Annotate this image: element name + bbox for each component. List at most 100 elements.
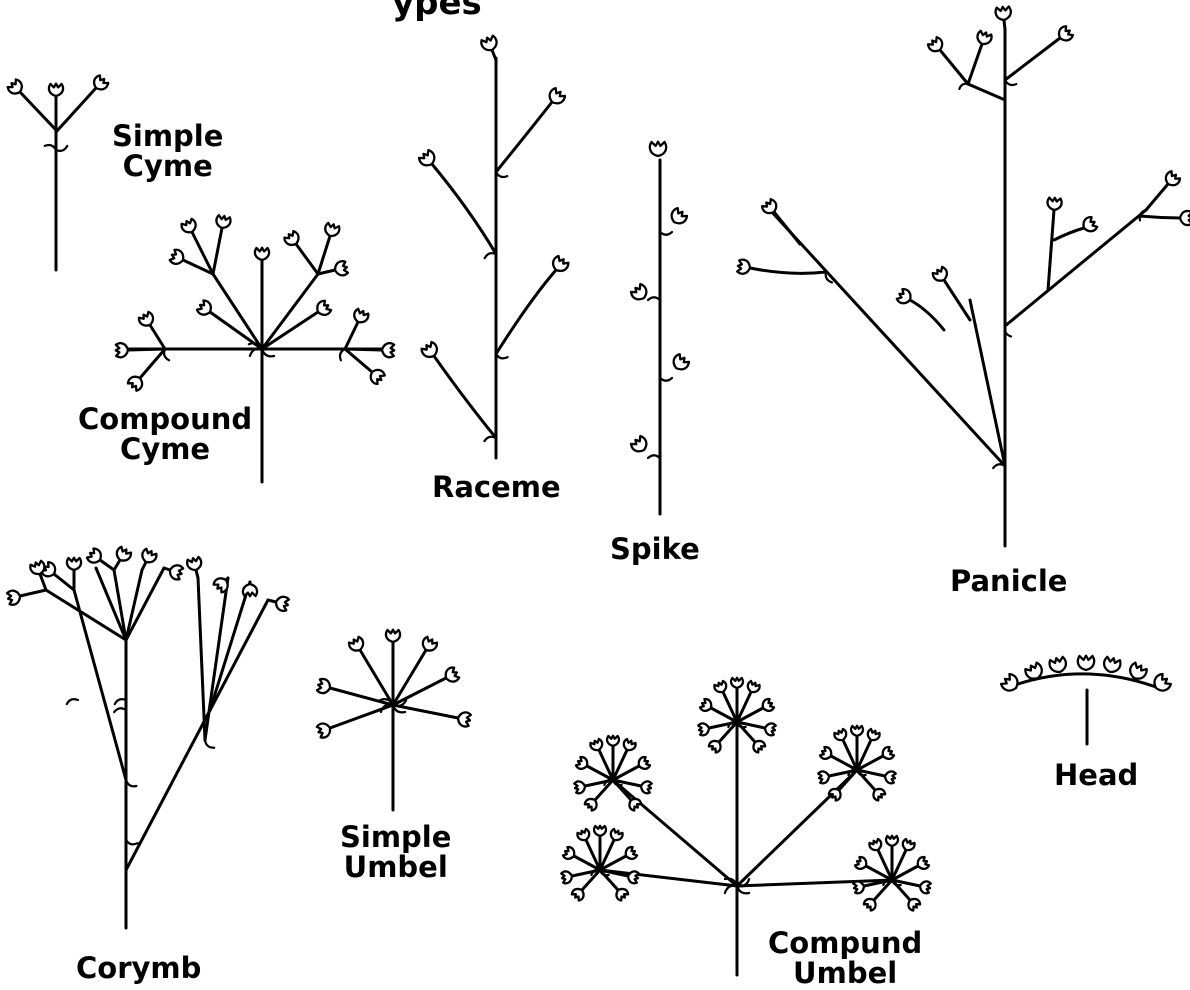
- flower-icon: [386, 630, 400, 642]
- flower-icon: [623, 846, 638, 861]
- stem-line: [492, 50, 496, 60]
- flower-icon: [995, 6, 1011, 21]
- flower-icon: [731, 678, 743, 688]
- stem-line: [968, 84, 1005, 100]
- flower-icon: [1080, 216, 1098, 234]
- stem-line: [268, 600, 276, 602]
- flower-icon: [196, 299, 214, 318]
- flower-icon: [49, 84, 63, 96]
- stem-line: [126, 568, 164, 640]
- bract: [496, 172, 507, 177]
- label-simple-cyme: Simple Cyme: [112, 121, 223, 181]
- flower-icon: [215, 215, 231, 230]
- flower-icon: [333, 260, 348, 277]
- flower-icon: [314, 299, 332, 318]
- flower-icon: [382, 343, 395, 357]
- flower-icon: [255, 248, 269, 260]
- flower-icon: [316, 678, 331, 695]
- flower-icon: [833, 728, 848, 742]
- flower-icon: [698, 722, 710, 736]
- stem-line: [318, 236, 330, 274]
- label-simple-cyme-line2: Cyme: [112, 151, 223, 181]
- flower-icon: [575, 756, 590, 771]
- flower-icon: [138, 311, 156, 329]
- bract: [340, 349, 345, 360]
- label-compound-cyme: Compound Cyme: [78, 404, 252, 464]
- flower-icon: [760, 698, 775, 713]
- stem-line: [126, 570, 142, 640]
- flower-icon: [420, 636, 438, 654]
- flower-icon: [630, 283, 650, 303]
- label-compound-cyme-line1: Compound: [78, 404, 252, 434]
- flower-icon: [562, 846, 577, 861]
- flower-icon: [622, 738, 637, 752]
- flower-icon: [316, 721, 332, 738]
- bract: [164, 349, 169, 360]
- flower-icon: [607, 736, 619, 746]
- flower-icon: [901, 838, 916, 852]
- flower-icon: [609, 828, 624, 842]
- flower-icon: [1180, 211, 1190, 225]
- bract: [205, 740, 214, 748]
- stem-line: [1005, 210, 1146, 326]
- stem-line: [770, 210, 1005, 466]
- flower-icon: [1047, 197, 1062, 210]
- stem-line: [114, 560, 120, 570]
- flower-icon: [1048, 656, 1067, 674]
- flower-icon: [670, 353, 690, 373]
- flower-icon: [420, 341, 440, 361]
- bract: [115, 699, 126, 704]
- bract: [993, 464, 1005, 468]
- stem-line: [262, 312, 318, 349]
- flower-icon: [764, 722, 776, 736]
- flower-icon: [168, 563, 184, 580]
- flower-icon: [866, 728, 881, 742]
- flower-icon: [348, 636, 366, 654]
- stem-curve: [496, 270, 556, 354]
- flower-icon: [886, 836, 898, 846]
- flower-icon: [896, 288, 914, 306]
- flower-icon: [576, 828, 591, 842]
- flower-icon: [713, 680, 728, 694]
- stem-line: [774, 212, 800, 244]
- bract: [67, 699, 78, 704]
- stem-curve: [432, 164, 496, 254]
- flower-icon: [975, 30, 992, 46]
- flower-icon: [1000, 673, 1021, 695]
- stem-line: [1146, 184, 1168, 210]
- stem-line: [345, 349, 372, 372]
- flower-icon: [323, 222, 340, 238]
- stem-line: [213, 228, 222, 274]
- bract: [484, 437, 496, 441]
- bract: [56, 146, 67, 151]
- stem-line: [198, 578, 205, 740]
- flower-icon: [561, 870, 573, 884]
- stem-line: [150, 325, 165, 349]
- stem-curve: [1054, 228, 1084, 240]
- flower-icon: [550, 255, 570, 275]
- flower-icon: [594, 826, 606, 836]
- stem-line: [128, 349, 165, 350]
- bract: [660, 378, 672, 381]
- stem-line: [20, 92, 56, 130]
- stem-curve: [750, 268, 826, 273]
- stem-line: [1005, 38, 1060, 80]
- flower-icon: [818, 770, 830, 784]
- flower-icon: [243, 584, 257, 596]
- stem-line: [1048, 210, 1054, 290]
- bract: [660, 232, 672, 235]
- label-compound-umbel-line1: Compund: [768, 928, 922, 958]
- label-compound-umbel-line2: Umbel: [768, 958, 922, 988]
- label-panicle: Panicle: [950, 566, 1067, 596]
- flower-icon: [180, 218, 198, 235]
- flower-icon: [854, 856, 869, 871]
- stem-line: [970, 300, 1005, 466]
- flower-icon: [636, 756, 651, 771]
- stem-line: [20, 590, 46, 596]
- flower-icon: [931, 266, 950, 284]
- flower-icon: [116, 343, 129, 357]
- stem-line: [1004, 20, 1005, 30]
- stem-line: [600, 870, 737, 886]
- stem-line: [345, 349, 382, 350]
